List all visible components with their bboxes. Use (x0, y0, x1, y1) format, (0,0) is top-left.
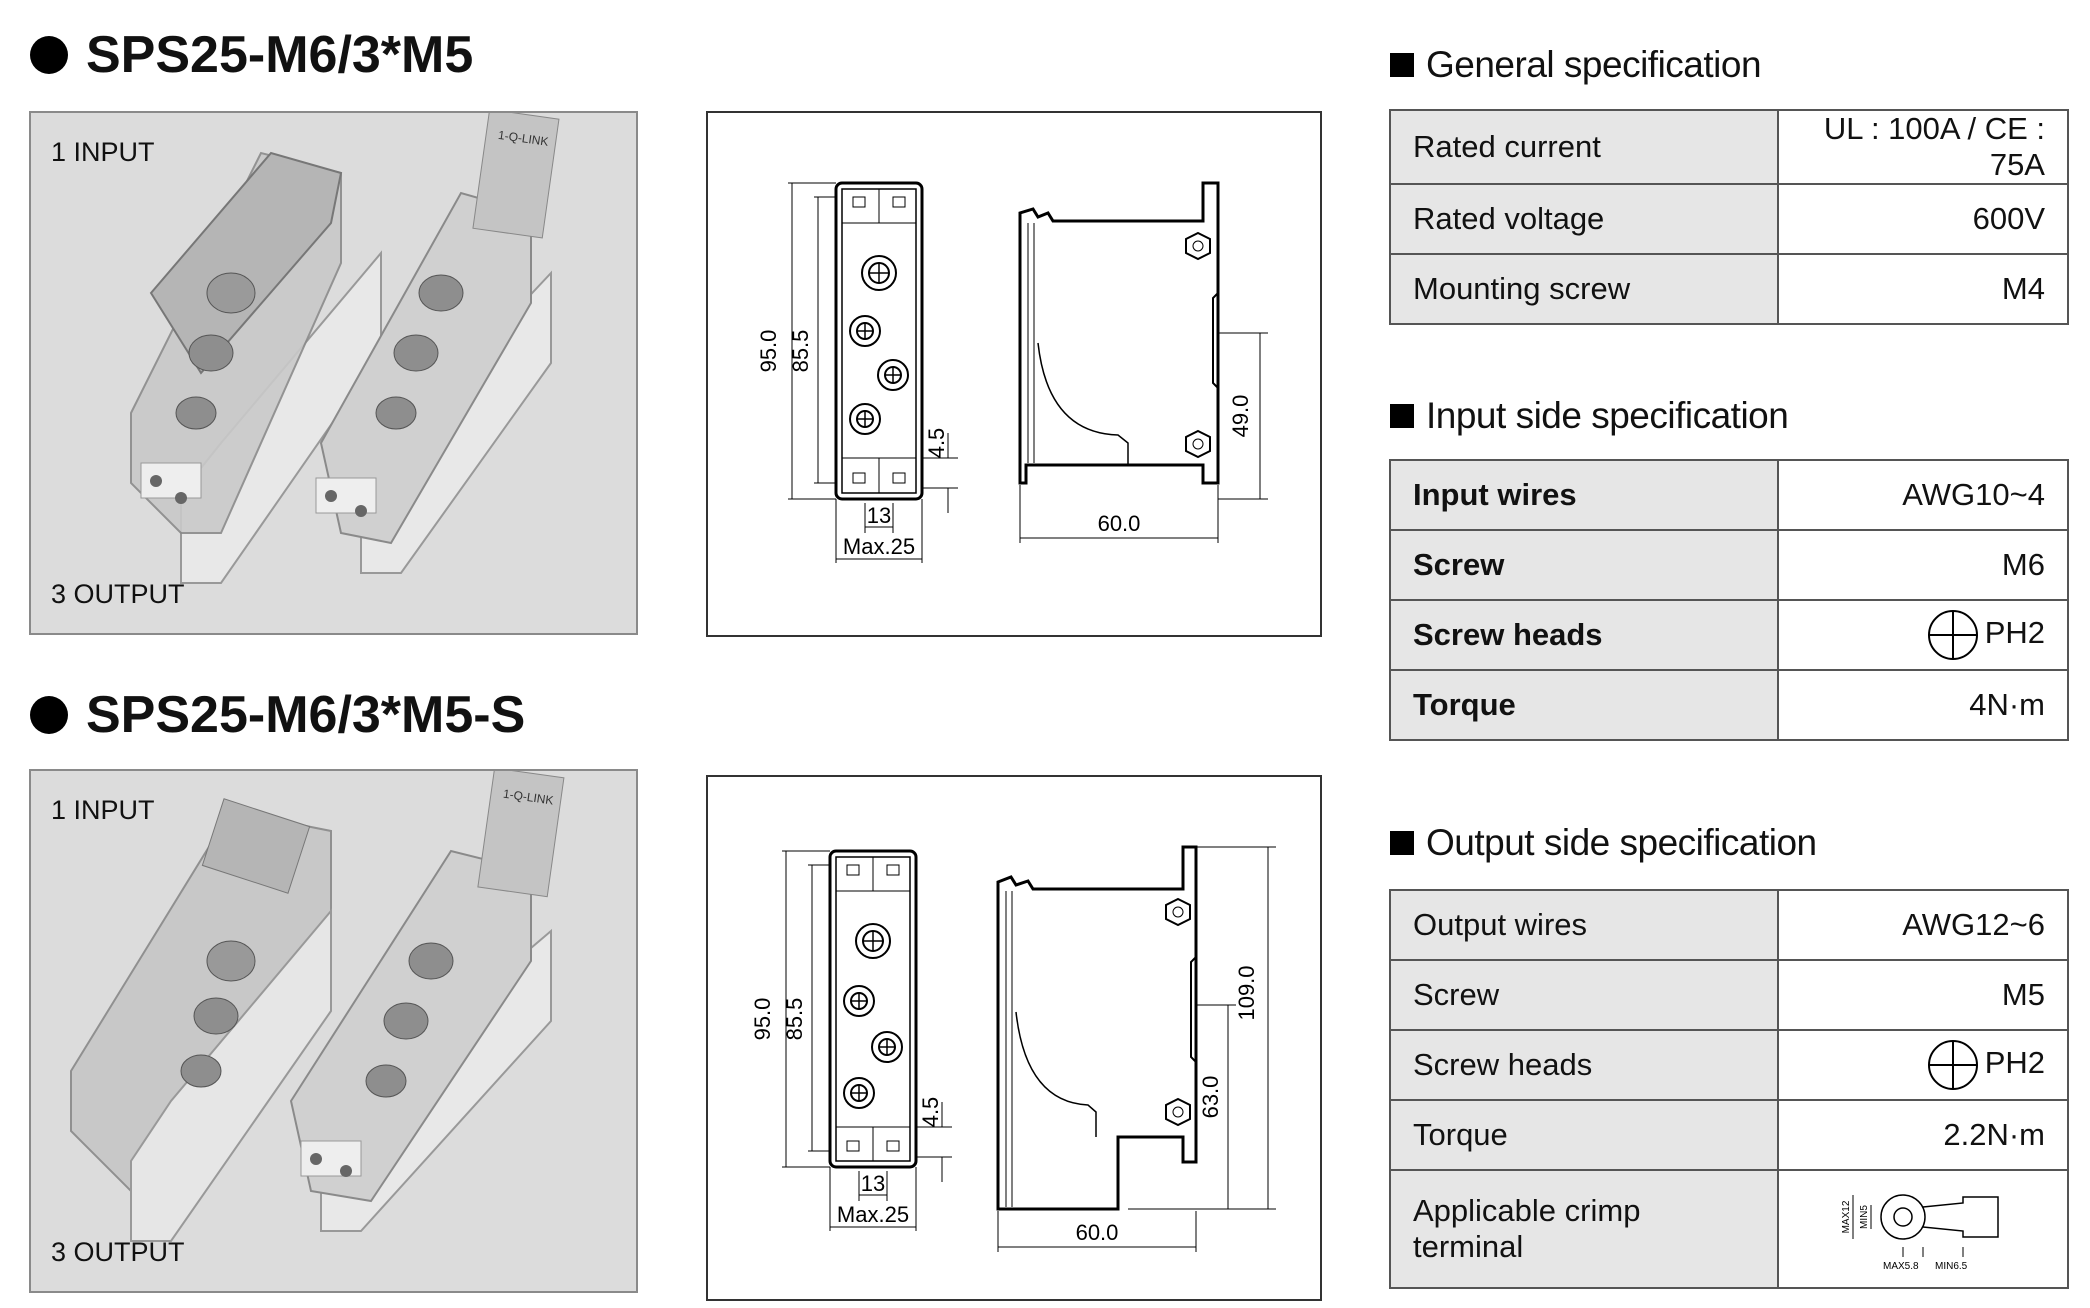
output-label: 3 OUTPUT (51, 579, 185, 609)
dim-height-total: 95.0 (756, 330, 781, 373)
screw-head-value: PH2 (1984, 615, 2045, 651)
output-spec-heading: Output side specification (1390, 822, 1817, 864)
product-title-1: SPS25-M6/3*M5 (30, 25, 473, 85)
spec-value: AWG10~4 (1777, 459, 2069, 531)
dim-width-pitch: 13 (861, 1171, 885, 1196)
dim-rail: 63.0 (1198, 1076, 1223, 1119)
dim-depth: 60.0 (1098, 511, 1141, 536)
dim-height-total: 95.0 (750, 998, 775, 1041)
crimp-dim-max58: MAX5.8 (1883, 1261, 1919, 1272)
dim-small: 4.5 (924, 428, 949, 459)
dim-width-max: Max.25 (843, 534, 915, 559)
dimension-drawing-1: 95.0 85.5 4.5 13 Max.25 49.0 60.0 (706, 111, 1322, 637)
crimp-dim-min5: MIN5 (1859, 1205, 1870, 1229)
spec-value: M5 (1777, 959, 2069, 1031)
output-label: 3 OUTPUT (51, 1237, 185, 1267)
phillips-screw-icon (1927, 610, 1978, 660)
table-row: Applicable crimp terminal MAX12 MIN5 MAX… (1389, 1169, 2069, 1289)
product-photo-1: 1 INPUT 3 OUTPUT 1-Q-LINK (29, 111, 638, 635)
product-title-2: SPS25-M6/3*M5-S (30, 685, 525, 745)
spec-key: Applicable crimp terminal (1389, 1169, 1779, 1289)
screw-head-value: PH2 (1984, 1045, 2045, 1081)
spec-key: Screw heads (1389, 1029, 1779, 1101)
brand-mark: 1-Q-LINK (502, 787, 554, 808)
dim-rail: 49.0 (1228, 395, 1253, 438)
dim-height-inner: 85.5 (782, 998, 807, 1041)
square-bullet-icon (1390, 53, 1414, 77)
spec-key: Screw (1389, 529, 1779, 601)
spec-key: Screw heads (1389, 599, 1779, 671)
spec-value: M4 (1777, 253, 2069, 325)
dim-depth: 60.0 (1076, 1220, 1119, 1245)
spec-key: Rated voltage (1389, 183, 1779, 255)
product-photo-2: 1 INPUT 3 OUTPUT 1-Q-LINK (29, 769, 638, 1293)
crimp-dim-min65: MIN6.5 (1935, 1261, 1968, 1272)
spec-value: AWG12~6 (1777, 889, 2069, 961)
spec-value: 4N·m (1777, 669, 2069, 741)
terminal-block-illustration: 1-Q-LINK (130, 113, 560, 584)
dim-total-height: 109.0 (1234, 965, 1259, 1020)
spec-key: Mounting screw (1389, 253, 1779, 325)
crimp-terminal-icon: MAX12 MIN5 MAX5.8 MIN6.5 (1841, 1194, 1999, 1272)
dimension-drawing-2: 95.0 85.5 4.5 13 Max.25 109.0 63.0 60.0 (706, 775, 1322, 1301)
input-spec-heading: Input side specification (1390, 395, 1789, 437)
spec-key: Input wires (1389, 459, 1779, 531)
square-bullet-icon (1390, 404, 1414, 428)
crimp-dim-max12: MAX12 (1841, 1200, 1852, 1233)
phillips-screw-icon (1927, 1040, 1978, 1090)
input-spec-heading-text: Input side specification (1426, 395, 1789, 436)
spec-value: PH2 (1777, 599, 2069, 671)
bullet-icon (30, 36, 68, 74)
dimension-svg-1: 95.0 85.5 4.5 13 Max.25 49.0 60.0 (756, 181, 1268, 563)
table-row: Screw heads PH2 (1389, 1029, 2069, 1101)
spec-value: M6 (1777, 529, 2069, 601)
bullet-icon (30, 696, 68, 734)
terminal-block-illustration: 1-Q-LINK (70, 771, 565, 1242)
spec-key: Output wires (1389, 889, 1779, 961)
spec-key: Rated current (1389, 109, 1779, 185)
spec-value: UL : 100A / CE : 75A (1777, 109, 2069, 185)
dim-small: 4.5 (918, 1097, 943, 1128)
input-label: 1 INPUT (51, 137, 155, 167)
product-title-text: SPS25-M6/3*M5 (86, 26, 474, 84)
table-row: Screw heads PH2 (1389, 599, 2069, 671)
dim-width-max: Max.25 (837, 1202, 909, 1227)
dimension-svg-2: 95.0 85.5 4.5 13 Max.25 109.0 63.0 60.0 (750, 845, 1276, 1252)
spec-value: 600V (1777, 183, 2069, 255)
spec-value: 2.2N·m (1777, 1099, 2069, 1171)
spec-key: Screw (1389, 959, 1779, 1031)
brand-mark: 1-Q-LINK (497, 128, 549, 149)
dim-height-inner: 85.5 (788, 330, 813, 373)
general-spec-heading-text: General specification (1426, 44, 1762, 85)
input-label: 1 INPUT (51, 795, 155, 825)
spec-value: MAX12 MIN5 MAX5.8 MIN6.5 (1777, 1169, 2069, 1289)
spec-value: PH2 (1777, 1029, 2069, 1101)
product-title-text: SPS25-M6/3*M5-S (86, 686, 526, 744)
dim-width-pitch: 13 (867, 503, 891, 528)
square-bullet-icon (1390, 831, 1414, 855)
spec-key: Torque (1389, 1099, 1779, 1171)
general-spec-heading: General specification (1390, 44, 1762, 86)
output-spec-heading-text: Output side specification (1426, 822, 1817, 863)
spec-key: Torque (1389, 669, 1779, 741)
